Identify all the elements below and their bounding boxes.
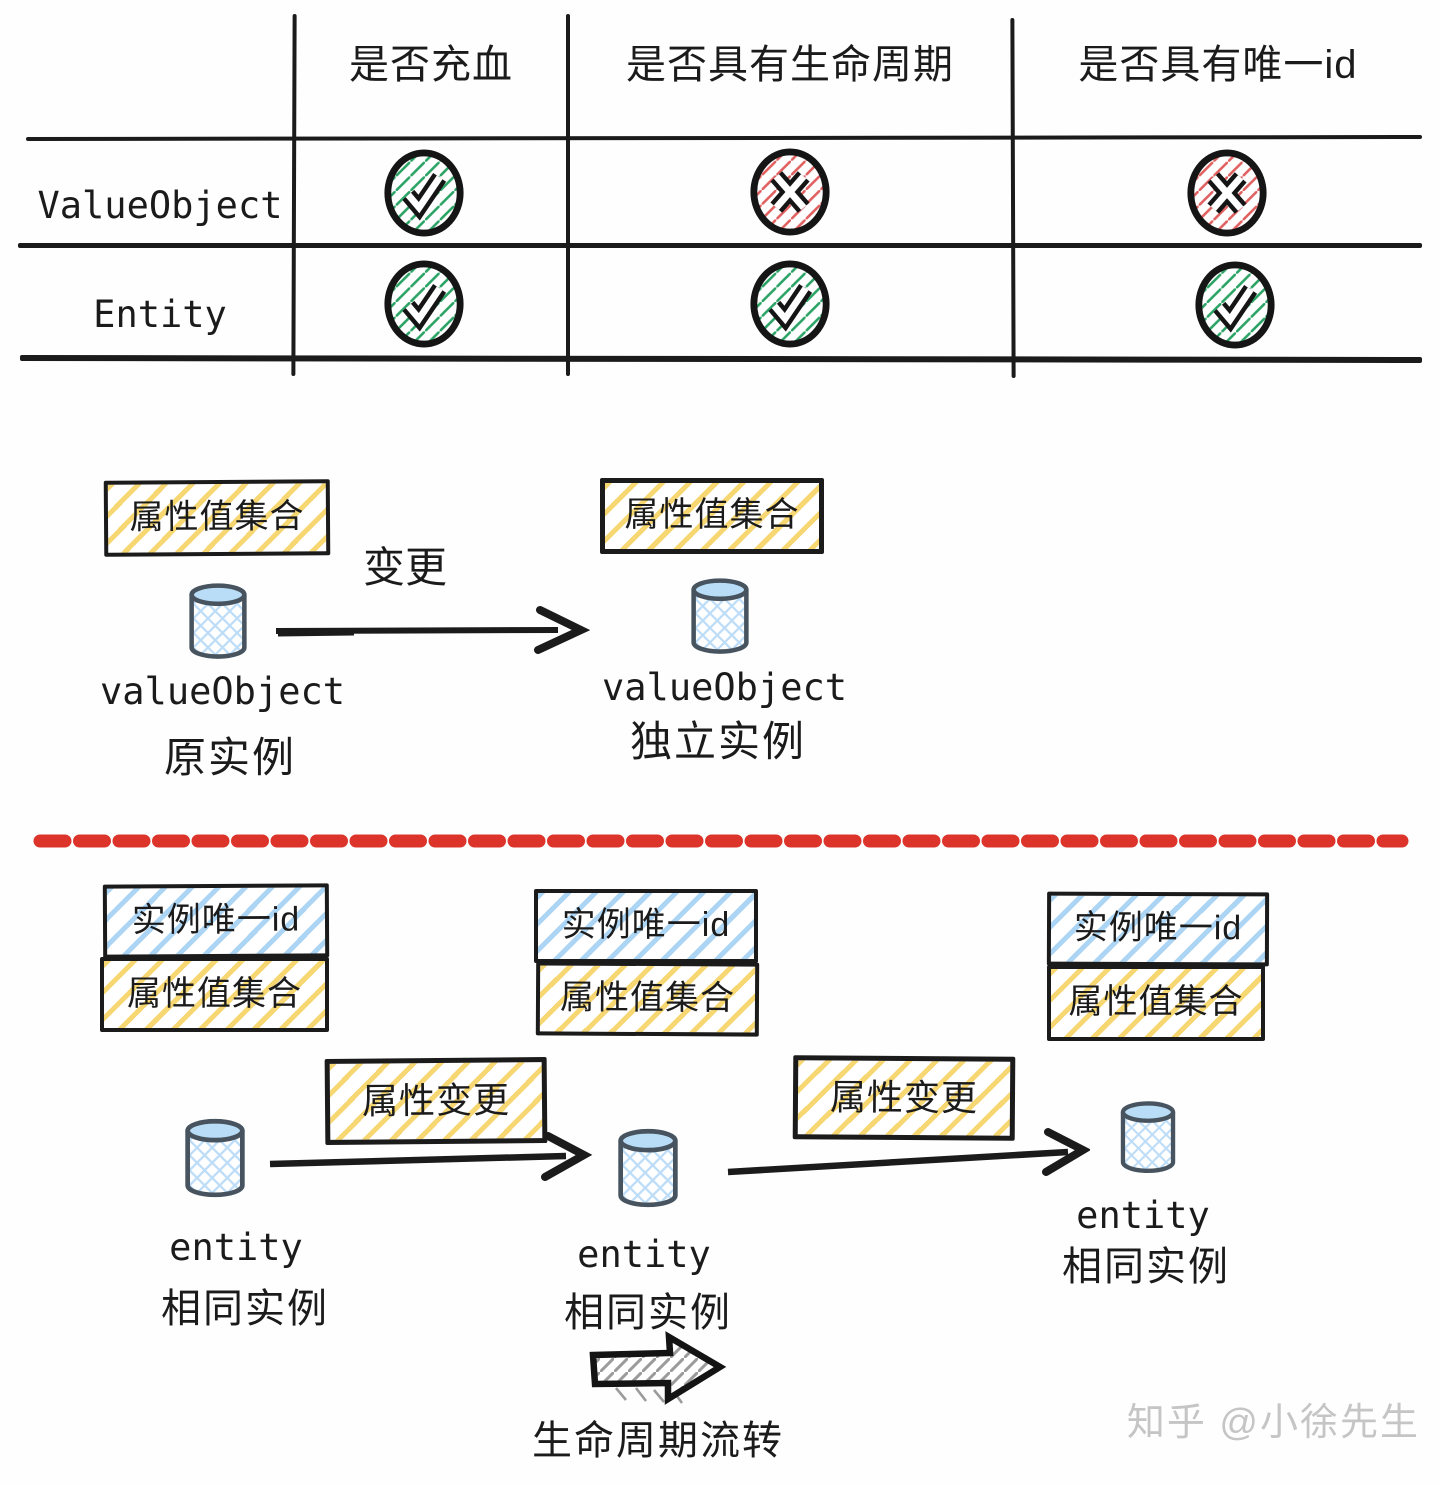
attribute-set-box: 属性值集合 bbox=[600, 478, 824, 554]
check-circle-icon bbox=[381, 147, 467, 239]
attribute-set-label: 属性值集合 bbox=[624, 496, 800, 535]
attribute-set-label: 属性值集合 bbox=[559, 978, 736, 1018]
section-divider-dashed-line bbox=[33, 834, 1409, 848]
check-circle-icon bbox=[1192, 259, 1278, 351]
change-arrow-label: 变更 bbox=[362, 544, 447, 591]
database-cylinder-icon bbox=[615, 1126, 681, 1212]
instance-name: entity bbox=[577, 1233, 711, 1276]
check-circle-icon bbox=[747, 258, 833, 350]
attribute-set-box: 属性值集合 bbox=[535, 961, 760, 1037]
row-label: Entity bbox=[93, 293, 227, 336]
unique-id-label: 实例唯一id bbox=[1073, 909, 1243, 948]
database-cylinder-icon bbox=[184, 582, 252, 662]
table-horizontal-line bbox=[25, 135, 1423, 141]
row-label: ValueObject bbox=[37, 184, 283, 227]
unique-id-box: 实例唯一id bbox=[534, 889, 758, 963]
table-horizontal-line bbox=[18, 243, 1422, 248]
attribute-set-box: 属性值集合 bbox=[103, 479, 331, 557]
block-arrow-right-icon bbox=[589, 1331, 727, 1405]
attribute-set-box: 属性值集合 bbox=[100, 957, 329, 1032]
check-circle-icon bbox=[381, 258, 467, 350]
cross-circle-icon bbox=[747, 146, 833, 238]
unique-id-label: 实例唯一id bbox=[561, 906, 731, 945]
instance-caption: 相同实例 bbox=[161, 1287, 329, 1331]
change-arrow bbox=[275, 606, 590, 654]
instance-name: valueObject bbox=[602, 666, 848, 709]
database-cylinder-icon bbox=[182, 1116, 248, 1202]
attribute-set-label: 属性值集合 bbox=[129, 497, 305, 538]
column-header: 是否充血 bbox=[349, 43, 513, 87]
transition-arrow bbox=[727, 1128, 1090, 1176]
instance-caption: 相同实例 bbox=[564, 1291, 732, 1335]
unique-id-box: 实例唯一id bbox=[102, 883, 330, 959]
attribute-change-label: 属性变更 bbox=[829, 1076, 979, 1119]
column-header: 是否具有生命周期 bbox=[626, 43, 954, 87]
unique-id-box: 实例唯一id bbox=[1046, 891, 1270, 967]
instance-name: valueObject bbox=[100, 670, 346, 713]
instance-caption: 原实例 bbox=[163, 734, 296, 781]
lifecycle-flow-label: 生命周期流转 bbox=[532, 1419, 784, 1463]
watermark: 知乎 @小徐先生 bbox=[1126, 1402, 1420, 1444]
attribute-change-label: 属性变更 bbox=[361, 1079, 511, 1122]
instance-name: entity bbox=[1076, 1194, 1210, 1237]
instance-caption: 相同实例 bbox=[1062, 1245, 1230, 1289]
table-vertical-line bbox=[566, 14, 570, 376]
transition-arrow bbox=[269, 1132, 593, 1181]
unique-id-label: 实例唯一id bbox=[131, 901, 301, 940]
column-header: 是否具有唯一id bbox=[1078, 43, 1358, 87]
attribute-set-label: 属性值集合 bbox=[127, 974, 302, 1013]
database-cylinder-icon bbox=[686, 577, 754, 657]
instance-caption: 独立实例 bbox=[629, 718, 806, 765]
attribute-set-box: 属性值集合 bbox=[1047, 965, 1265, 1041]
cross-circle-icon bbox=[1184, 147, 1270, 239]
database-cylinder-icon bbox=[1116, 1100, 1180, 1176]
attribute-set-label: 属性值集合 bbox=[1068, 983, 1244, 1022]
instance-name: entity bbox=[169, 1226, 303, 1269]
table-horizontal-line bbox=[19, 355, 1423, 363]
